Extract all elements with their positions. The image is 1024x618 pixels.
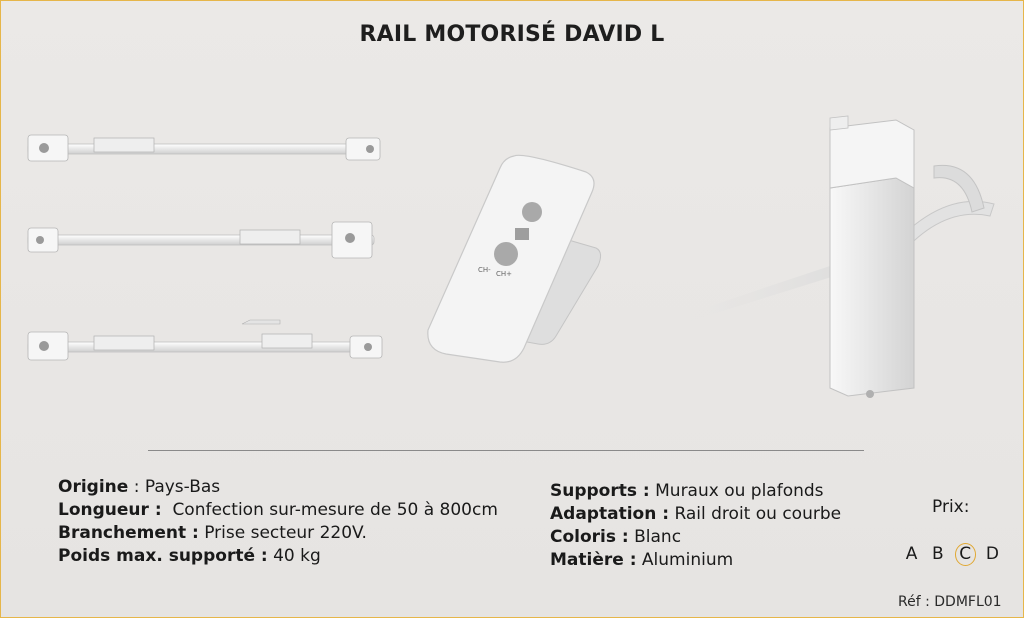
section-divider [148,450,864,451]
price-grade-c: C [954,542,976,566]
spec-origine: Origine : Pays-Bas [58,477,221,497]
rail-variant-1 [27,134,381,162]
product-reference: Réf : DDMFL01 [898,594,1002,610]
price-grade-d: D [985,544,999,564]
remote-down-button [494,242,518,266]
rail-variant-2 [27,221,375,259]
specs-left-column: Origine : Pays-Bas Longueur : Confection… [58,476,498,568]
page-title: RAIL MOTORISÉ DAVID L [359,22,665,47]
spec-poids: Poids max. supporté : 40 kg [58,546,321,566]
price-grades: A B C D [902,542,1002,566]
price-grade-a: A [905,544,918,564]
remote-ch-plus-label: CH+ [496,270,512,278]
remote-ch-minus-label: CH- [478,266,491,274]
spec-coloris: Coloris : Blanc [550,527,682,547]
remote-control-illustration: CH- CH+ [427,154,602,363]
remote-up-button [522,202,542,222]
specs-right-column: Supports : Muraux ou plafonds Adaptation… [550,480,841,572]
spec-longueur: Longueur : Confection sur-mesure de 50 à… [58,500,498,520]
spec-branchement: Branchement : Prise secteur 220V. [58,523,367,543]
spec-matiere: Matière : Aluminium [550,550,734,570]
rail-illustrations [27,134,383,361]
remote-stop-button [515,228,529,240]
spec-adaptation: Adaptation : Rail droit ou courbe [550,504,842,524]
motor-illustration [644,115,995,398]
spec-supports: Supports : Muraux ou plafonds [550,481,824,501]
rail-variant-3 [27,319,383,361]
price-label: Prix: [932,497,970,517]
price-grade-b: B [932,544,944,564]
